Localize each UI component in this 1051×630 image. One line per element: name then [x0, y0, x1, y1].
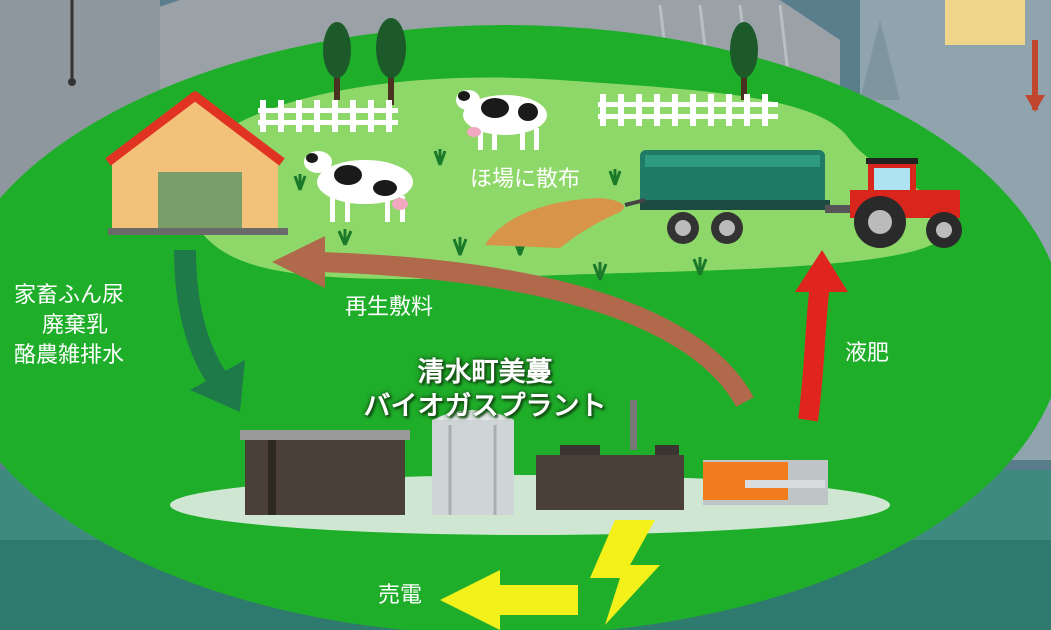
right-red-arrowhead [1025, 95, 1045, 112]
input-label-wastewater: 酪農雑排水 [14, 343, 125, 368]
manure-spread [485, 198, 624, 248]
inputs-arrow [174, 249, 231, 392]
tree [323, 22, 351, 100]
right-window [945, 0, 1025, 45]
cow-icon [304, 151, 413, 222]
fence-right [598, 94, 778, 126]
electricity-sale-label: 売電 [378, 583, 423, 608]
plant-title-line1: 清水町美蔓 [417, 357, 553, 388]
plant-title-line2: バイオガスプラント [363, 391, 607, 422]
bedding-arrow [319, 252, 754, 407]
plant-building-left [240, 430, 410, 515]
meadow [185, 77, 944, 280]
tree [376, 18, 406, 105]
recycled-bedding-label: 再生敷料 [345, 295, 434, 320]
tractor-icon [825, 158, 962, 248]
input-label-manure: 家畜ふん尿 [14, 283, 125, 308]
field-spreading-label: ほ場に散布 [470, 167, 581, 192]
plant-generator-building [536, 400, 684, 510]
right-spire [860, 20, 900, 100]
plant-title: 清水町美蔓 バイオガスプラント [330, 356, 640, 424]
pole-knob [68, 78, 76, 86]
bedding-arrowhead [272, 236, 325, 288]
tanker-trailer [624, 150, 830, 244]
lightning-bolt-icon [590, 520, 660, 625]
fertilizer-arrow [798, 283, 830, 422]
grass-tufts [293, 149, 708, 281]
liquid-fertilizer-label: 液肥 [845, 341, 890, 366]
cow-icon [456, 90, 547, 150]
input-label-waste-milk: 廃棄乳 [42, 313, 109, 338]
tree [730, 22, 758, 100]
inputs-arrowhead [190, 360, 245, 412]
plant-digester-tank [432, 410, 514, 515]
fence-left [258, 100, 398, 132]
fertilizer-arrowhead [795, 250, 848, 292]
electric-arrow [440, 570, 578, 630]
barn [105, 91, 288, 235]
plant-gas-holder [703, 460, 828, 505]
